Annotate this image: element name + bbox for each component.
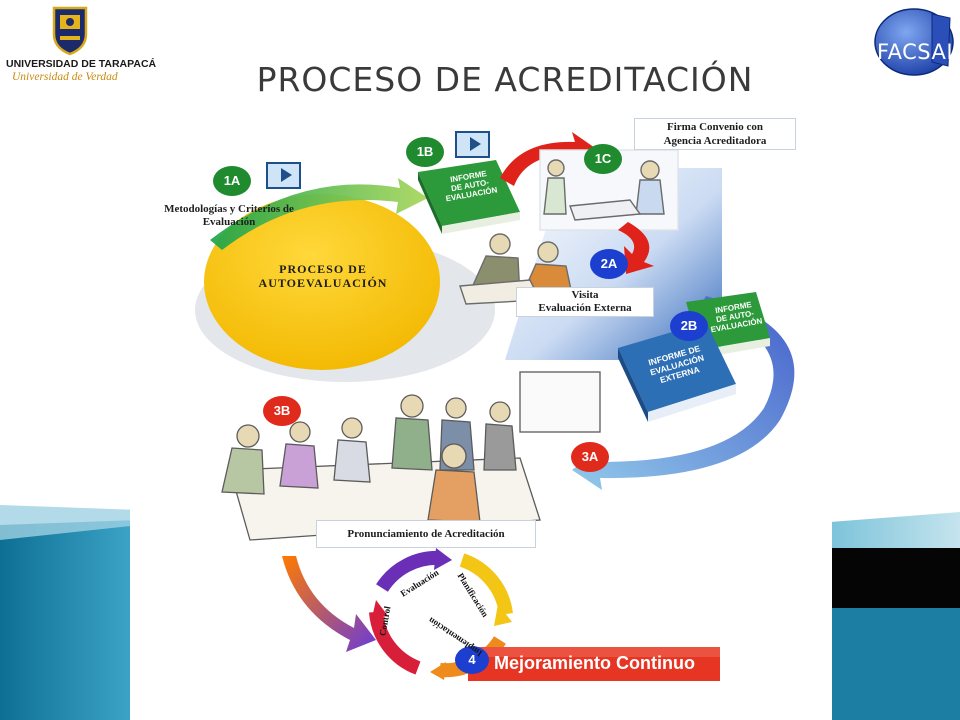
step-1c-label: Firma Convenio con Agencia Acreditadora	[634, 118, 796, 150]
autoevaluation-circle	[204, 194, 440, 370]
step-1a-label-line2: Evaluación	[202, 216, 256, 228]
badge-3b	[263, 396, 301, 426]
facsal-logo-text: FACSAL	[877, 40, 959, 64]
arrow-1b-to-1c	[500, 132, 598, 186]
facsal-logo	[872, 4, 958, 76]
badge-3a-label: 3A	[581, 449, 599, 464]
badge-2a	[590, 249, 628, 279]
teal-band-left	[0, 520, 140, 720]
badge-1b-label: 1B	[416, 144, 434, 159]
step-3b-label: Pronunciamiento de Acreditación	[316, 520, 536, 548]
arrow-1a-to-1b	[210, 178, 428, 250]
badge-4-label: 4	[468, 652, 476, 667]
cycle-arrow-purple	[376, 550, 441, 592]
badge-3b-label: 3B	[273, 403, 291, 418]
badge-1a	[213, 166, 251, 196]
cycle-arrow-red	[369, 611, 421, 675]
teal-band-right-lower	[830, 608, 960, 720]
badge-1a-label: 1A	[223, 173, 241, 188]
cycle-arrowhead-3	[430, 662, 446, 680]
central-circle-line2: AUTOEVALUACIÓN	[258, 276, 388, 290]
step-2a-label-line2: Evaluación Externa	[538, 302, 632, 314]
facsal-globe-icon	[874, 8, 954, 76]
step-1a-label-line1: Metodologías y Criterios de	[164, 203, 294, 215]
cycle-arrow-yellow	[459, 553, 513, 616]
badge-2b	[670, 311, 708, 341]
continuous-improvement-label: Mejoramiento Continuo	[494, 653, 695, 673]
arrow-3b-to-4	[282, 556, 376, 652]
book-2b-external-icon	[618, 322, 736, 422]
arc-2b-to-3a	[572, 296, 795, 490]
step-2a-label-line1: Visita	[571, 289, 599, 301]
central-circle-line1: PROCESO DE	[279, 262, 367, 276]
badge-1c	[584, 144, 622, 174]
badge-3a	[571, 442, 609, 472]
cycle-arrowhead-4	[372, 600, 388, 618]
step-1c-label-line2: Agencia Acreditadora	[663, 135, 767, 147]
black-band	[830, 548, 960, 608]
university-name: UNIVERSIDAD DE TARAPACÁ	[6, 58, 157, 70]
meeting-scene-illustration	[221, 371, 601, 541]
university-motto: Universidad de Verdad	[12, 71, 118, 83]
step-2a-label: Visita Evaluación Externa	[516, 287, 654, 317]
slide-title: PROCESO DE ACREDITACIÓN	[256, 60, 754, 99]
badge-2a-label: 2A	[600, 256, 618, 271]
cycle-arrowhead-2	[494, 604, 512, 626]
doc-icon-1a	[266, 162, 301, 189]
badge-4	[455, 646, 489, 674]
university-logo: UNIVERSIDAD DE TARAPACÁ Universidad de V…	[0, 0, 156, 92]
book-1b-icon	[418, 160, 520, 234]
badge-1b	[406, 137, 444, 167]
doc-icon-1b	[455, 131, 490, 158]
cycle-arrowhead-1	[434, 548, 452, 570]
teal-band-left-light	[0, 505, 140, 540]
central-circle-label: PROCESO DE AUTOEVALUACIÓN	[232, 262, 414, 290]
badge-2b-label: 2B	[680, 318, 698, 333]
step-1c-label-line1: Firma Convenio con	[667, 121, 763, 133]
badge-1c-label: 1C	[594, 151, 612, 166]
step-1a-label: Metodologías y Criterios de Evaluación	[138, 203, 320, 229]
university-shield-icon	[52, 6, 88, 56]
